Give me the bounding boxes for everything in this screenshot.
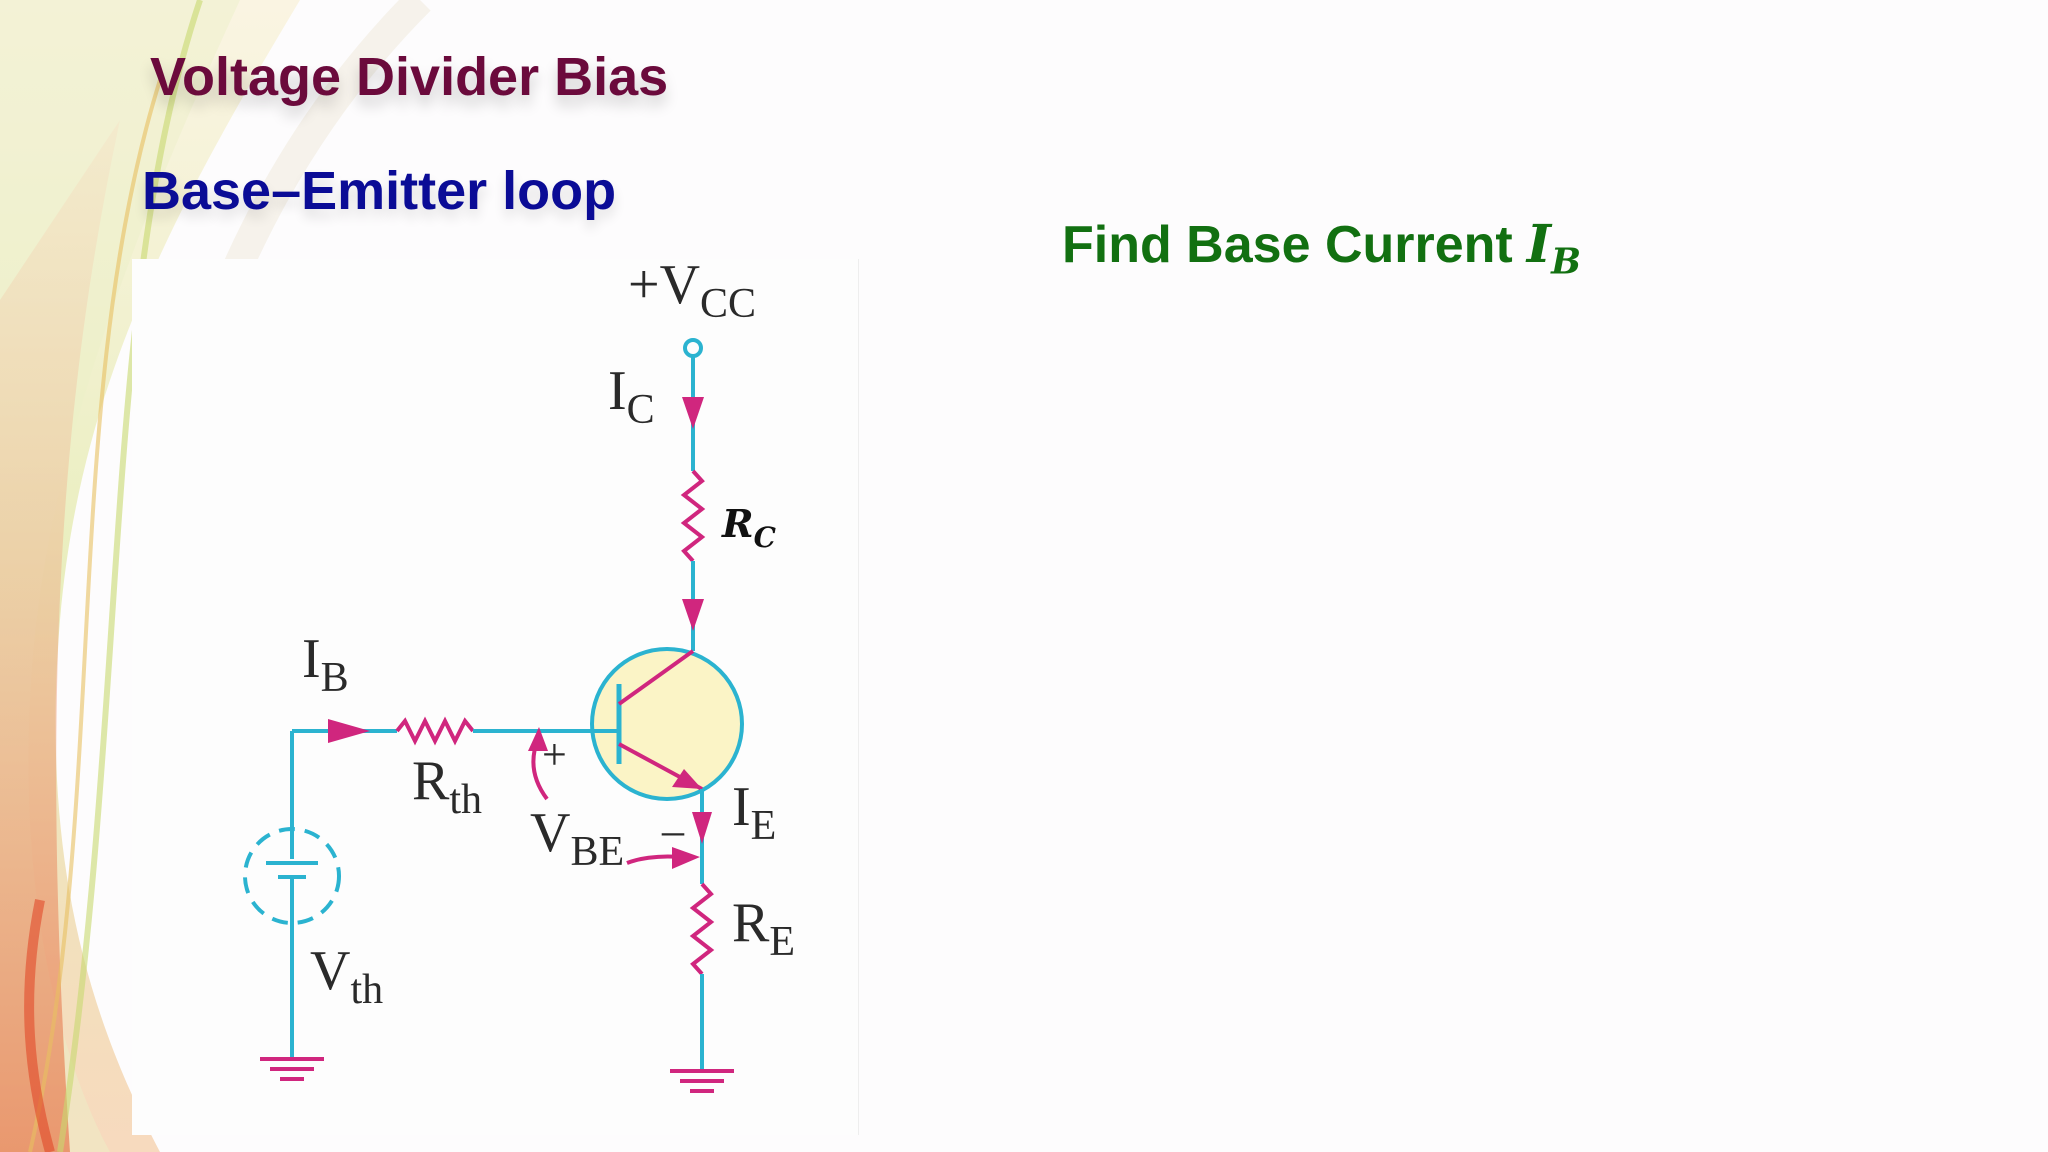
- vbe-arrow-top: [528, 727, 548, 751]
- vbe-plus: +: [542, 730, 567, 779]
- vbe-arrow-bottom: [672, 847, 700, 869]
- ib-arrow: [328, 719, 370, 743]
- emitter-arrow: [672, 769, 702, 789]
- heading-math: IB: [1526, 214, 1581, 283]
- circuit-svg: +VCC IC RC IB Rth + – VBE IE RE Vth: [243, 259, 795, 1093]
- vbe-minus: –: [661, 806, 685, 855]
- rc-label: RC: [721, 501, 777, 554]
- re-label: RE: [732, 892, 795, 965]
- re-resistor: [689, 882, 715, 976]
- transistor-body: [590, 647, 744, 801]
- vcc-label: +VCC: [628, 259, 756, 327]
- vcc-terminal: [683, 338, 703, 358]
- ic-arrow: [682, 397, 704, 429]
- slide-subtitle: Base–Emitter loop: [142, 161, 617, 221]
- transistor-collector-lead: [617, 649, 695, 706]
- rc-resistor: [680, 469, 706, 563]
- collector-arrow: [682, 599, 704, 631]
- vth-label: Vth: [310, 940, 383, 1013]
- heading-text: Find Base Current: [1062, 216, 1513, 274]
- rth-resistor: [395, 716, 475, 746]
- slide-title: Voltage Divider Bias: [150, 47, 669, 107]
- ib-label: IB: [302, 628, 349, 701]
- vbe-label: VBE: [530, 802, 624, 875]
- ie-arrow: [692, 812, 712, 844]
- circuit-diagram: +VCC IC RC IB Rth + – VBE IE RE Vth: [132, 259, 858, 1135]
- ie-label: IE: [732, 776, 776, 849]
- rth-label: Rth: [412, 750, 482, 823]
- ic-label: IC: [608, 360, 655, 433]
